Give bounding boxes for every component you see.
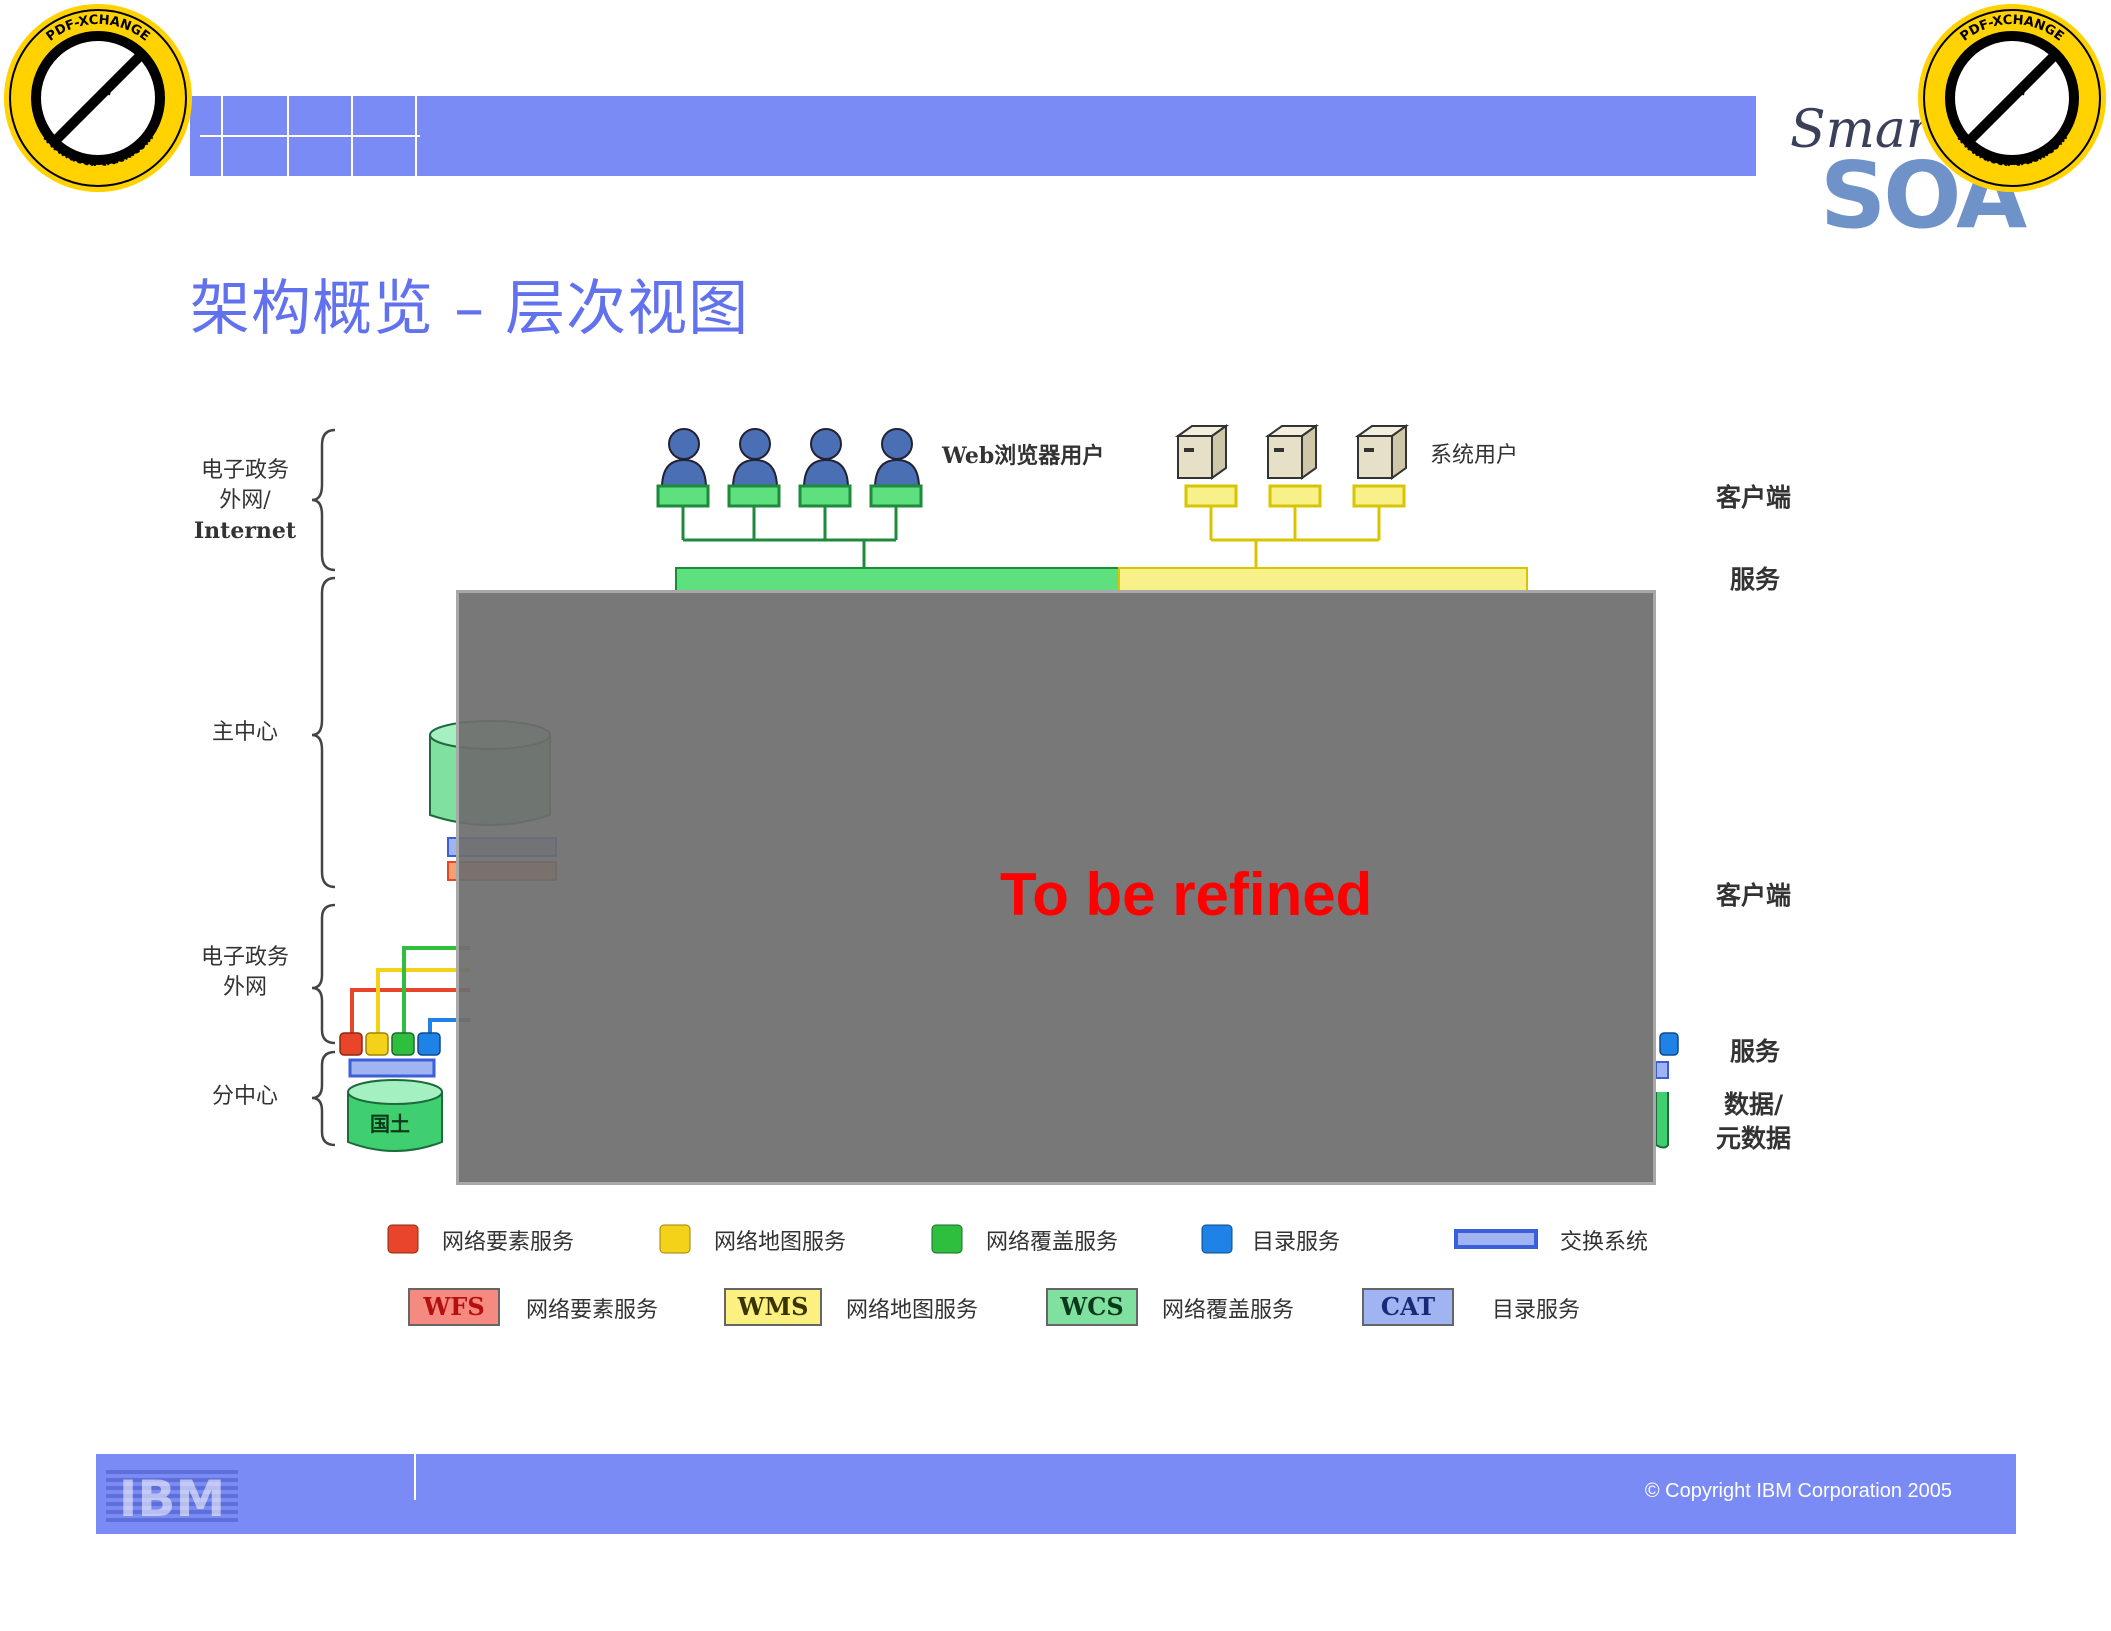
footer-band: IBM © Copyright IBM Corporation 2005 (96, 1454, 2016, 1534)
label-web-users: Web浏览器用户 (942, 443, 1105, 469)
legend-wms-label: 网络地图服务 (714, 1230, 847, 1255)
legend-wcs-label: 网络覆盖服务 (986, 1230, 1119, 1255)
wms-tag: WMS (724, 1288, 822, 1326)
legend-exchange-label: 交换系统 (1560, 1230, 1649, 1255)
left-braces (311, 428, 336, 1147)
label-extranet-line2: 外网 (222, 975, 267, 1000)
label-extranet: 电子政务 外网 (180, 943, 310, 1003)
wcs-tag: WCS (1046, 1288, 1138, 1326)
label-client-mid: 客户端 (1716, 881, 1792, 910)
server-icons (1174, 424, 1410, 480)
sub-center-node (339, 1032, 443, 1152)
extranet-lines (350, 946, 470, 1035)
green-square-icon (931, 1224, 963, 1254)
legend-row2-cat-label: 目录服务 (1492, 1298, 1581, 1323)
ibm-logo: IBM (106, 1470, 238, 1522)
cat-tag: CAT (1362, 1288, 1454, 1326)
legend-row2-wfs-label: 网络要素服务 (526, 1298, 659, 1323)
web-user-connectors (656, 484, 923, 570)
web-user-icons (660, 428, 921, 489)
web-service-bar (675, 567, 1120, 593)
to-be-refined-note: To be refined (1000, 861, 1373, 928)
label-system-users: 系统用户 (1430, 443, 1519, 468)
label-service-mid: 服务 (1730, 1037, 1781, 1066)
header-grid-decoration (200, 96, 420, 206)
legend-row2-wcs-label: 网络覆盖服务 (1162, 1298, 1295, 1323)
red-square-icon (387, 1224, 419, 1254)
footer-divider (414, 1454, 416, 1500)
gray-overlay-panel (456, 590, 1656, 1185)
yellow-square-icon (659, 1224, 691, 1254)
blue-square-icon (1201, 1224, 1233, 1254)
label-internet: 电子政务 外网/ Internet (180, 456, 310, 546)
system-user-connectors (1184, 484, 1406, 570)
label-data-metadata: 数据/ 元数据 (1716, 1088, 1791, 1156)
legend-icons-row1 (387, 1224, 1538, 1254)
header-band (190, 96, 1756, 176)
label-sub-center: 分中心 (211, 1084, 278, 1109)
pdf-xchange-stamp-icon[interactable]: PDF-XCHANGE Click to buy NOW! www.docu-t… (0, 0, 196, 196)
copyright-text: © Copyright IBM Corporation 2005 (1644, 1480, 1952, 1502)
pdf-xchange-stamp-icon-right[interactable]: PDF-XCHANGE Click to buy NOW! www.docu-t… (1914, 0, 2110, 196)
label-internet-line2: 外网/ (219, 488, 271, 513)
label-main-center: 主中心 (211, 720, 278, 745)
legend-cat-label: 目录服务 (1252, 1230, 1341, 1255)
exchange-bar-icon (1454, 1229, 1538, 1249)
label-data-line1: 数据/ (1723, 1090, 1784, 1119)
wfs-tag: WFS (408, 1288, 500, 1326)
label-service-top: 服务 (1730, 565, 1781, 594)
label-internet-line1: 电子政务 (200, 458, 289, 483)
page-title: 架构概览 – 层次视图 (190, 274, 750, 344)
legend-wfs-label: 网络要素服务 (442, 1230, 575, 1255)
label-extranet-line1: 电子政务 (200, 945, 289, 970)
label-internet-line3: Internet (193, 518, 297, 544)
system-service-bar (1118, 567, 1528, 593)
label-data-line2: 元数据 (1716, 1124, 1792, 1153)
ibm-logo-text: IBM (119, 1470, 225, 1522)
label-client-top: 客户端 (1716, 483, 1792, 512)
legend-row2-wms-label: 网络地图服务 (846, 1298, 979, 1323)
land-db-label: 国土 (370, 1112, 410, 1136)
